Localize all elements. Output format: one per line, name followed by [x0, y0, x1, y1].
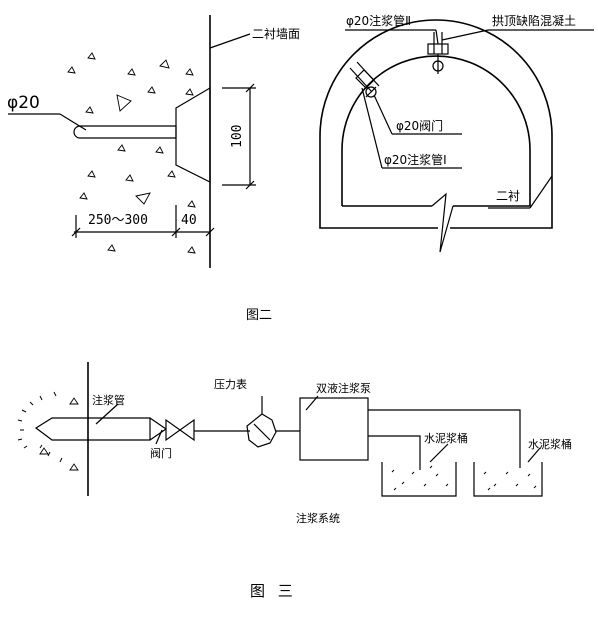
fig3-bucket1-leader	[429, 443, 449, 463]
dim-offset-text: 40	[181, 213, 197, 228]
fig3-aggregate-marks	[39, 397, 79, 471]
wall-label: 二衬墙面	[252, 27, 300, 41]
fig3-valve-label: 阀门	[150, 446, 172, 460]
fig3-bucket2-label: 水泥浆桶	[528, 437, 572, 451]
defect-leader	[441, 29, 489, 41]
fig3-grout-pipe	[34, 417, 151, 441]
pipe2-label: φ20注浆管Ⅱ	[346, 13, 411, 28]
fig3-bucket-2	[473, 462, 543, 497]
dim-tick-1	[71, 227, 81, 237]
fig3-pipe-tip-top	[149, 417, 167, 430]
side-valve-stem	[365, 86, 377, 98]
lining-leader	[529, 175, 553, 209]
fig3-pump-leader	[305, 395, 319, 411]
pipe1-leader	[361, 87, 383, 169]
fig3-feed-line-1	[368, 435, 421, 470]
fig3-valve	[165, 418, 195, 442]
dim-100-text: 100	[230, 125, 245, 148]
dim-tick-2	[171, 227, 181, 237]
fig3-spray-marks	[17, 391, 63, 463]
side-valve-circle	[365, 86, 377, 98]
side-pipe-a	[349, 67, 373, 93]
fig3-pipe-leader	[95, 403, 119, 425]
fig3-system-label: 注浆系统	[296, 511, 340, 525]
fig3-system: 注浆管 阀门 压力表 双液注浆泵 水泥浆桶 水泥浆桶	[17, 362, 572, 497]
fig3-gauge-label: 压力表	[214, 377, 247, 391]
fig3-pump-box	[299, 397, 369, 461]
fig3-feed-line-2	[368, 409, 521, 468]
valve-leader	[373, 94, 393, 135]
aggregate-marks	[67, 52, 196, 254]
top-flange	[427, 43, 449, 55]
pipe1-label: φ20注浆管Ⅰ	[384, 152, 447, 167]
fig3-pressure-gauge	[246, 413, 277, 448]
fig3-bucket2-leader	[527, 447, 541, 463]
dim-length-text: 250～300	[88, 213, 148, 228]
fig3-pump-label: 双液注浆泵	[316, 381, 371, 395]
fig2-caption: 图二	[246, 308, 272, 323]
dim-100-tick-bottom	[245, 180, 255, 190]
break-symbol	[431, 192, 454, 253]
fig3-grout-dots	[391, 465, 537, 491]
fig3-bucket-1	[381, 462, 457, 497]
phi20-label: φ20	[7, 93, 40, 113]
fig2-left-detail: φ20 二衬墙面 100 250～300 40	[7, 15, 300, 268]
grout-pipe	[73, 125, 177, 139]
pipe-plug	[175, 86, 211, 183]
valve-label: φ20阀门	[396, 118, 443, 133]
fig3-pipe-tip-bottom	[149, 428, 167, 441]
pipe2-leader	[435, 29, 439, 45]
defect-label: 拱顶缺陷混凝土	[492, 13, 576, 28]
wall-leader	[209, 33, 251, 49]
fig3-gauge-needle	[253, 423, 271, 441]
lining-label: 二衬	[496, 189, 520, 203]
arch-outer	[319, 19, 553, 229]
fig3-pipe-label: 注浆管	[92, 393, 125, 407]
dim-100-tick-top	[245, 83, 255, 93]
fig2-right-arch: φ20注浆管Ⅱ 拱顶缺陷混凝土 φ20阀门 φ20注浆管Ⅰ 二衬	[319, 13, 594, 253]
arch-outer-left-foot	[319, 196, 438, 229]
side-flange	[355, 69, 375, 89]
fig3-valve-leader	[155, 429, 163, 445]
arch-inner	[341, 55, 531, 207]
dim-tick-3	[205, 227, 215, 237]
fig3-bucket1-label: 水泥浆桶	[424, 431, 468, 445]
phi-leader-diag	[59, 113, 87, 131]
fig3-caption: 图 三	[250, 582, 297, 600]
